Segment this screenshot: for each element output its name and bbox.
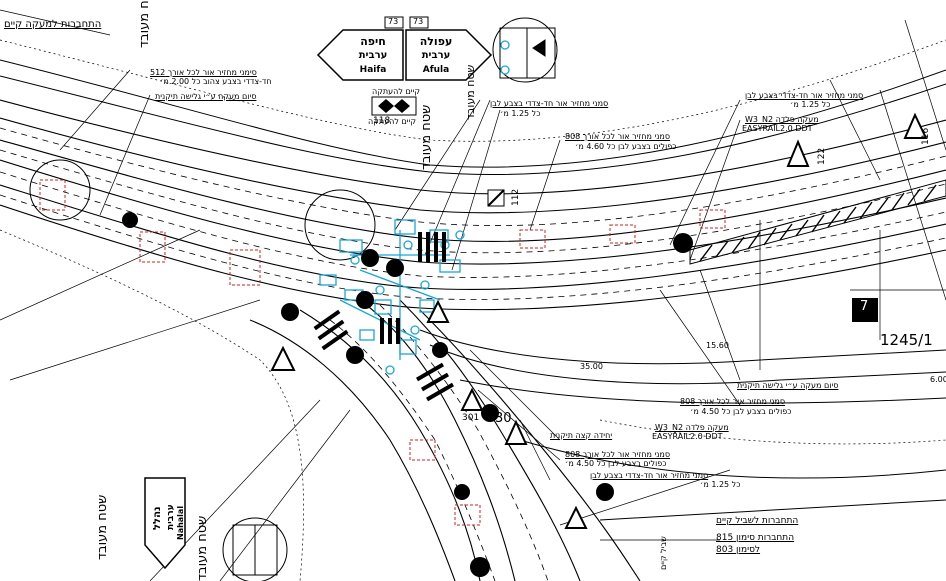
label-reflective-808-top: סמני מחזיר אור לכל אורך 808 [565, 132, 671, 141]
haifa-sub-he: ערבית [358, 50, 388, 61]
label-301: 301 [462, 413, 480, 423]
nahalal-he: נהלל [152, 506, 163, 530]
south-ramp-dashes [329, 304, 549, 581]
label-white-bidirectional-bottom: סמני מחזיר אור חד-צדדי בצבע לבן [590, 471, 709, 480]
black-square-marker [852, 298, 878, 322]
haifa-en: Haifa [359, 65, 387, 75]
label-steel-barrier-top: מעקה פלדה W3_N2 [745, 115, 819, 124]
label-7: 7 [860, 299, 869, 314]
label-every-125-right: כל 1.25 מ׳ [790, 100, 831, 109]
lane-dash-lines [0, 127, 946, 300]
label-reflective-512: סימני מחזיר אור לכל אורך 512 [150, 68, 257, 77]
label-double-white-mid: כפולים בצבע לבן כל 4.50 מ׳ [690, 407, 792, 416]
upper-road [0, 59, 946, 176]
label-yellow-2m: חד-צדדי בצבע צהוב כל 2.00 מ׳ [160, 77, 272, 86]
property-boundary [0, 39, 946, 581]
label-reflective-808-bottom: סמני מחזיר אור לכל אורך 808 [565, 450, 671, 459]
afula-route-number: 73 [413, 17, 424, 26]
label-barrier-end-left: סיום מעקה ע״י גלישה תיקנית [155, 92, 257, 101]
label-connection-existing-lane: התחברות לשביל קיים [716, 516, 799, 526]
label-code-118: 118 [373, 116, 391, 126]
label-sign-118-note: קיים להעתקה [368, 117, 417, 126]
label-standard-edge: יחידה קצה תיקנית [550, 431, 613, 440]
south-ramp [249, 299, 641, 581]
secondary-roads [419, 329, 946, 521]
label-white-bidirectional-top: סמני מחזיר אור חד-צדדי בצבע לבן [490, 99, 609, 108]
label-112: 112 [511, 188, 521, 206]
bottom-sign-detail [232, 524, 278, 576]
label-3500: 35.00 [580, 362, 603, 371]
label-existing-path: שביל קיים [659, 536, 668, 570]
label-122: 122 [817, 147, 827, 165]
label-easyrail-top: EASYRAIL2.0 DDT [742, 124, 813, 133]
label-30: 30 [495, 411, 512, 426]
hatched-median [689, 179, 946, 265]
small-hatch-box [487, 189, 505, 207]
crosswalks [313, 232, 454, 402]
label-sign-803: לסימון 803 [716, 545, 761, 555]
nahalal-sub-he: ערבית [166, 504, 176, 530]
label-1560: 15.60 [706, 341, 729, 350]
label-connection-existing-barrier: התחברות למעקה קיים [4, 19, 102, 30]
afula-sub-he: ערבית [421, 50, 451, 61]
label-area-bottom-mid: שטח מעובד [195, 515, 210, 581]
label-easyrail-mid: EASYRAIL2.0 DDT [652, 432, 723, 441]
detail-circles [29, 17, 558, 581]
label-barrier-note: קיים להעתקה [372, 87, 421, 96]
label-steel-barrier-mid: מעקה פלדה W3_N2 [655, 423, 729, 432]
label-every-125-bottom: כל 1.25 מ׳ [700, 480, 741, 489]
chevron-board-icon [371, 96, 417, 116]
nahalal-sign-panel [144, 477, 186, 570]
label-double-white-top: כפולים בצבע לבן כל 4.60 מ׳ [575, 142, 677, 151]
red-markups [39, 179, 726, 526]
label-code-1245: 1245/1 [880, 331, 933, 349]
label-every-125-top: כל 1.25 מ׳ [500, 109, 541, 118]
label-connection-sign-815: התחברות סימון 815 [716, 533, 795, 543]
label-area-bottom-left: שטח מעובד [95, 494, 110, 560]
label-area-rotated-right: שטח מעובד [464, 64, 477, 120]
sign-detail-box [499, 27, 556, 79]
haifa-city-he: חיפה [360, 35, 386, 48]
triangle-signs [270, 112, 928, 529]
label-white-bidirectional-right: סמני מחזיר אור חד-צדדי בצבע לבן [745, 91, 864, 100]
label-600: 6.00 [930, 375, 946, 384]
label-area-center: שטח מעובד [419, 104, 434, 170]
label-116: 116 [921, 127, 931, 145]
label-barrier-end-right: סיום מעקה ע״י גלישה תיקנית [737, 381, 839, 390]
afula-en: Afula [422, 65, 450, 75]
label-double-white-bottom: כפולים בצבע לבן כל 4.50 מ׳ [565, 459, 667, 468]
round-sign-symbols [122, 212, 693, 577]
afula-city-he: עפולה [419, 35, 453, 48]
direction-sign-panel [316, 16, 493, 81]
label-area-top-left: שטח מעובד [137, 0, 152, 48]
haifa-route-number: 73 [388, 17, 399, 26]
label-reflective-808-mid: סמני מחזיר אור לכל אורך 808 [680, 397, 786, 406]
nahalal-en: Nahalal [176, 505, 185, 540]
